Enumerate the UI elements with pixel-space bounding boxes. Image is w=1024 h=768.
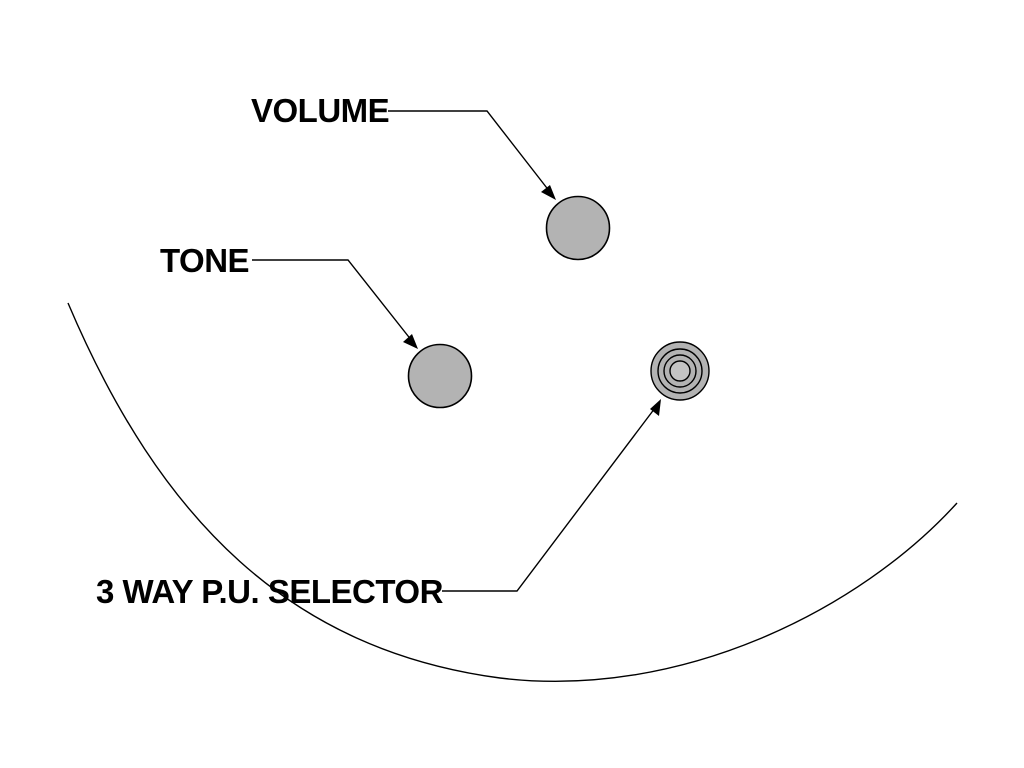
- tone-label: TONE: [160, 242, 249, 279]
- volume-label: VOLUME: [251, 92, 389, 129]
- guitar-body-outline: [67, 302, 958, 682]
- tone-arrowhead: [403, 334, 418, 349]
- selector-arrowhead: [650, 399, 661, 416]
- selector-leader-line: [442, 407, 656, 592]
- tone-leader-line: [252, 259, 413, 342]
- selector-label: 3 WAY P.U. SELECTOR: [96, 573, 444, 610]
- pickup-selector-icon: [650, 341, 710, 401]
- volume-arrowhead: [541, 185, 556, 200]
- volume-knob-icon: [545, 195, 611, 261]
- volume-leader-line: [388, 110, 551, 193]
- tone-knob-icon: [407, 343, 473, 409]
